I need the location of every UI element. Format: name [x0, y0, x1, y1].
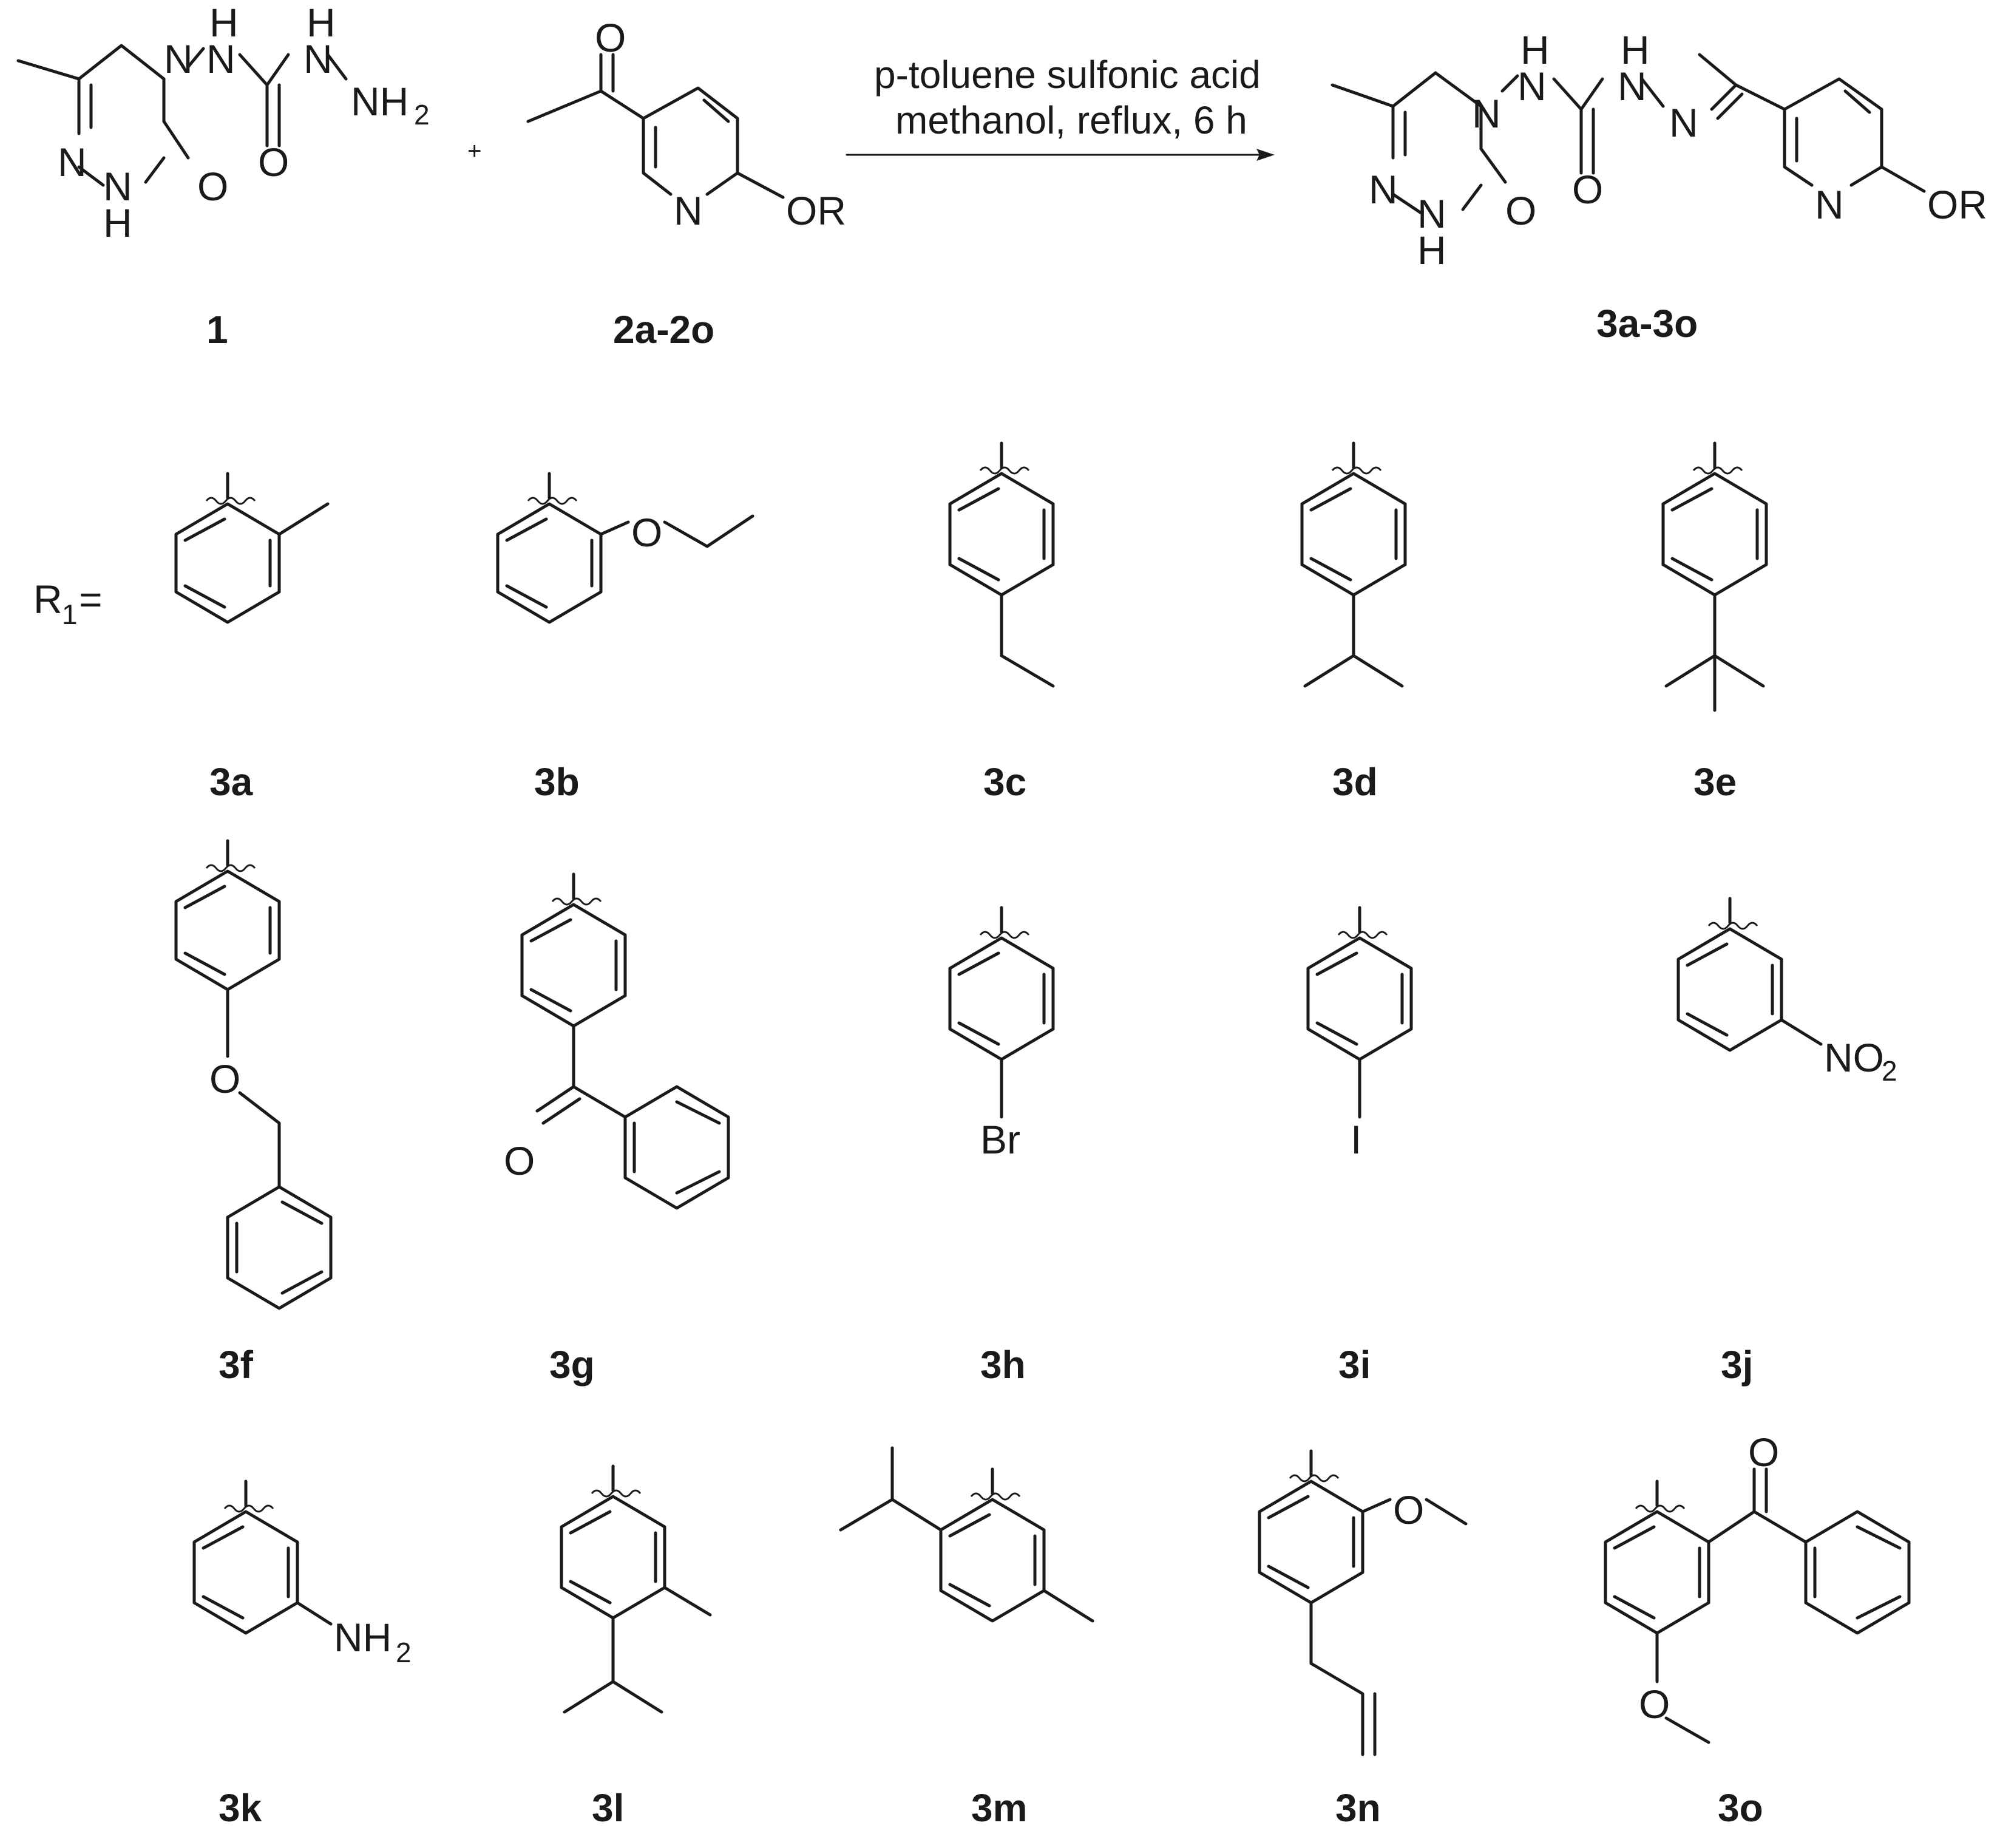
substituent-3g-label: 3g: [549, 1343, 595, 1387]
substituent-3n-structure: [1258, 1449, 1468, 1756]
substituent-3c-structure: [948, 441, 1055, 688]
reactant1-label: 1: [206, 308, 228, 352]
substituent-3a-label: 3a: [209, 760, 253, 804]
substituent-3b-label: 3b: [534, 760, 580, 804]
product-o-carbonyl: O: [1572, 167, 1603, 212]
product-n-pyridine: N: [1815, 182, 1844, 227]
reactant1-n-ring: N: [164, 36, 193, 81]
substituent-3m-structure: [839, 1446, 1094, 1623]
product-h-low: H: [1417, 228, 1446, 273]
reactant2-n-pyridine: N: [674, 188, 703, 233]
substituent-3e-label: 3e: [1693, 760, 1737, 804]
reactant-1-structure: [16, 44, 348, 187]
product-n-ring-low: N: [1369, 167, 1398, 212]
substituent-3l-structure: [560, 1464, 712, 1714]
substituent-3k-structure: [192, 1479, 333, 1635]
substituent-3o-ketone-oxygen: O: [1748, 1430, 1779, 1475]
substituent-3h-bromine: Br: [980, 1117, 1020, 1162]
reaction-arrow: [846, 149, 1275, 161]
product-n-top1: N: [1517, 64, 1547, 109]
reactant1-o-ring: O: [197, 164, 228, 209]
reactant1-h-low: H: [103, 200, 132, 245]
reactant1-nh2-subscript: 2: [414, 99, 430, 131]
substituent-3n-label: 3n: [1335, 1786, 1381, 1830]
reactant2-label: 2a-2o: [613, 308, 714, 352]
product-or: OR: [1927, 182, 1987, 227]
substituent-3f-label: 3f: [219, 1343, 254, 1387]
substituent-3e-structure: [1661, 441, 1768, 712]
substituent-3i-iodine: I: [1351, 1117, 1361, 1162]
reactant1-nh2: NH: [351, 79, 408, 124]
plus-sign: +: [467, 138, 481, 165]
product-n-low: N: [1417, 191, 1446, 236]
substituent-3o-structure: [1604, 1467, 1911, 1744]
substituent-3k-label: 3k: [219, 1786, 262, 1830]
substituent-3i-label: 3i: [1338, 1343, 1371, 1387]
substituent-3j-nitro-subscript: 2: [1882, 1055, 1897, 1087]
r-group-subscript: 1: [62, 599, 78, 630]
substituent-3b-structure: [496, 472, 754, 624]
product-n-ring: N: [1472, 91, 1501, 136]
r-group-equals: =: [79, 577, 103, 622]
product-n-top2: N: [1618, 64, 1647, 109]
substituent-3b-oxygen: O: [631, 510, 662, 555]
product-h-top1: H: [1520, 27, 1550, 72]
substituent-3c-label: 3c: [983, 760, 1026, 804]
substituent-3o-label: 3o: [1718, 1786, 1763, 1830]
reactant1-h-top1: H: [209, 0, 239, 45]
substituent-3h-label: 3h: [980, 1343, 1026, 1387]
product-n-imine: N: [1669, 100, 1698, 145]
substituent-3l-label: 3l: [592, 1786, 624, 1830]
reactant2-or: OR: [786, 188, 846, 233]
reactant1-h-top2: H: [307, 0, 336, 45]
substituent-3f-oxygen: O: [209, 1056, 240, 1101]
reactant1-o-carbonyl: O: [258, 140, 289, 185]
reactant2-o-ketone: O: [595, 15, 626, 60]
substituent-3d-label: 3d: [1332, 760, 1378, 804]
reactant1-n-top1: N: [206, 36, 236, 81]
substituent-3f-structure: [174, 839, 333, 1310]
substituent-3i-structure: [1306, 906, 1413, 1119]
substituent-3g-structure: [520, 872, 730, 1210]
reactant1-n-low: N: [103, 164, 132, 209]
r-group-symbol: R: [33, 577, 63, 622]
substituent-3o-methoxy-oxygen: O: [1639, 1682, 1670, 1727]
conditions-line-2: methanol, reflux, 6 h: [895, 98, 1247, 142]
substituent-3a-structure: [174, 472, 330, 624]
reactant1-n-top2: N: [303, 36, 333, 81]
substituent-3k-amine: NH: [334, 1615, 392, 1660]
product-o-ring: O: [1505, 188, 1536, 233]
substituent-3n-oxygen: O: [1393, 1487, 1424, 1532]
reactant-2-structure: [526, 53, 785, 199]
substituent-3m-label: 3m: [971, 1786, 1028, 1830]
product-label: 3a-3o: [1596, 302, 1698, 345]
product-structure: [1331, 53, 1926, 214]
substituent-3j-structure: [1676, 897, 1823, 1052]
conditions-line-1: p-toluene sulfonic acid: [874, 53, 1261, 97]
substituent-3h-structure: [948, 906, 1055, 1119]
reactant1-n-ring-low: N: [58, 140, 87, 185]
substituent-3k-amine-subscript: 2: [396, 1637, 412, 1668]
product-h-top2: H: [1621, 27, 1650, 72]
substituent-3g-oxygen: O: [504, 1138, 535, 1183]
substituent-3d-structure: [1300, 441, 1407, 688]
substituent-3j-nitro: NO: [1824, 1035, 1884, 1080]
substituent-3j-label: 3j: [1721, 1343, 1753, 1387]
